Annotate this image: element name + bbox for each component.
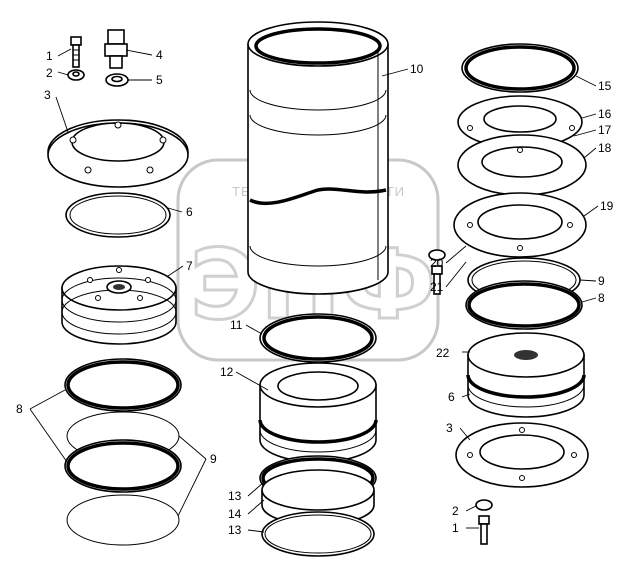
callout-22: 22 <box>436 346 450 360</box>
part-13-14-seal-stack <box>259 455 377 557</box>
part-2-1-bolt-right <box>475 499 493 545</box>
part-6-oring-left <box>65 192 171 238</box>
callout-6-left: 6 <box>186 205 193 219</box>
part-3-flange-left <box>47 119 189 188</box>
callout-labels: 1 2 3 4 5 6 7 8 9 10 11 12 13 14 13 15 1… <box>16 48 614 537</box>
callout-12: 12 <box>220 365 234 379</box>
part-22-piston-right <box>466 332 586 418</box>
callout-8-right: 8 <box>598 291 605 305</box>
callout-6-right: 6 <box>448 390 455 404</box>
part-20-21-bolt-washer <box>428 249 446 295</box>
callout-2-right: 2 <box>452 504 459 518</box>
callout-1-left: 1 <box>46 49 53 63</box>
callout-21: 21 <box>430 280 444 294</box>
callout-19: 19 <box>600 199 614 213</box>
part-16-17-18-plates <box>457 95 587 196</box>
callout-13-bottom: 13 <box>228 523 242 537</box>
part-3-flange-right <box>455 422 589 488</box>
part-7-piston <box>61 265 177 345</box>
part-10-cylinder <box>247 21 389 295</box>
callout-3-right: 3 <box>446 421 453 435</box>
callout-1-right: 1 <box>452 521 459 535</box>
callout-3-left: 3 <box>44 88 51 102</box>
callout-7: 7 <box>186 259 193 273</box>
part-19-flange-right <box>453 192 587 258</box>
part-4-fitting <box>104 29 128 69</box>
callout-20: 20 <box>430 256 444 270</box>
part-8-9-ring-stack-left <box>64 358 182 546</box>
callout-14: 14 <box>228 507 242 521</box>
callout-11: 11 <box>230 318 243 332</box>
callout-9-left: 9 <box>210 452 217 466</box>
callout-15: 15 <box>598 79 612 93</box>
leader-lines <box>29 48 599 533</box>
part-9-8-rings-right <box>465 257 583 330</box>
callout-2-left: 2 <box>46 66 53 80</box>
callout-10: 10 <box>410 62 424 76</box>
part-15-ring-right <box>461 43 579 93</box>
callout-17: 17 <box>598 123 612 137</box>
callout-13-top: 13 <box>228 489 242 503</box>
callout-4: 4 <box>156 48 163 62</box>
part-5-washer <box>105 73 129 87</box>
callout-16: 16 <box>598 107 612 121</box>
callout-9-right: 9 <box>598 274 605 288</box>
part-2-washer-left <box>67 69 85 81</box>
part-12-piston-center <box>258 362 378 463</box>
callout-8-left: 8 <box>16 402 23 416</box>
part-1-bolt-left <box>70 36 82 68</box>
part-11-ring-center <box>259 313 377 363</box>
callout-18: 18 <box>598 141 612 155</box>
callout-5: 5 <box>156 73 163 87</box>
